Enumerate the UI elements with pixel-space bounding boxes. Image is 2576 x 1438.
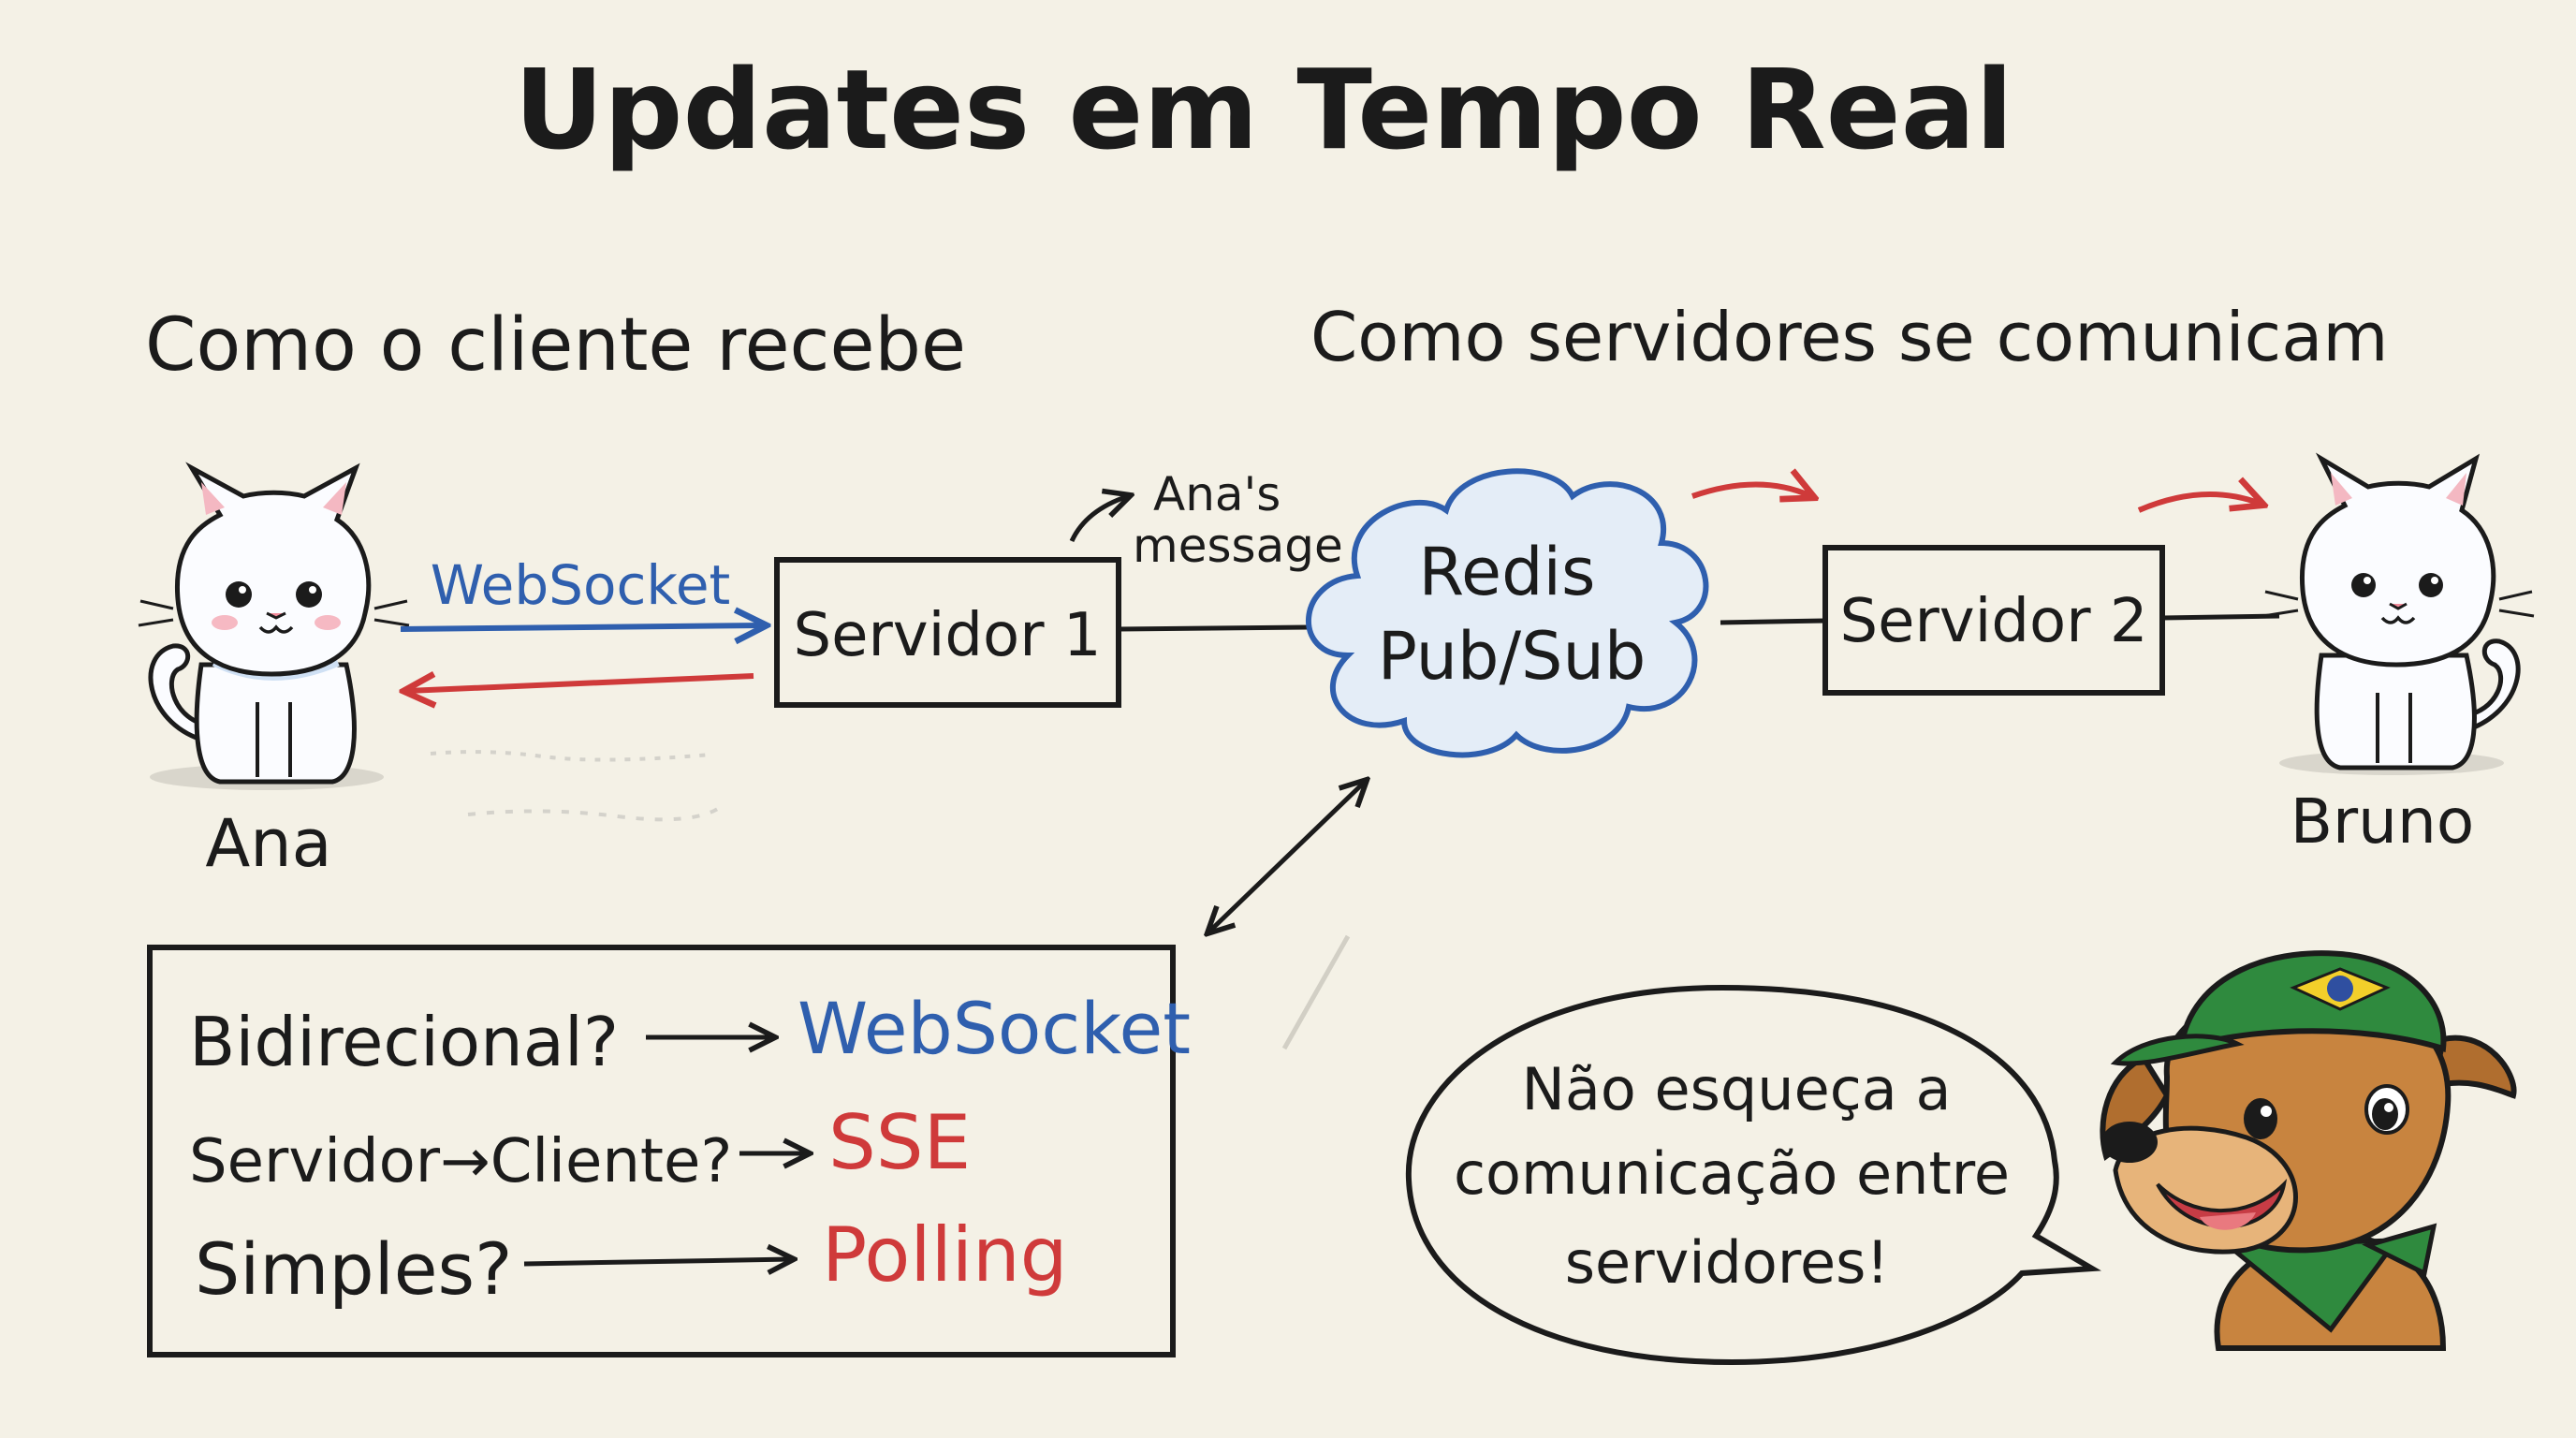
- server-1-label: Servidor 1: [793, 601, 1101, 670]
- cloud-icon: [1305, 468, 1709, 758]
- arrow-server-to-client: [407, 676, 754, 691]
- brazil-flag-icon: [2290, 967, 2391, 1011]
- smudge-mark: [430, 750, 723, 822]
- link-server2-bruno: [2161, 613, 2280, 621]
- decision-question-bidirecional: Bidirecional?: [189, 1003, 619, 1081]
- message-note-arrow: [1069, 496, 1128, 543]
- websocket-label: WebSocket: [431, 553, 731, 617]
- server-2-label: Servidor 2: [1839, 587, 2147, 656]
- flow-arrow-server2-bruno: [2137, 494, 2261, 513]
- arrow-redis-decision: [1209, 782, 1365, 932]
- decision-arrow-3: [523, 1259, 791, 1264]
- decision-question-servidor-cliente: Servidor→Cliente?: [189, 1127, 732, 1196]
- speech-line1: Não esqueça a: [1521, 1055, 1951, 1123]
- speech-line2: comunicação entre: [1454, 1139, 2010, 1208]
- decision-answer-sse: SSE: [828, 1099, 971, 1186]
- cat-ana-icon: [138, 462, 410, 790]
- link-server1-redis: [1118, 624, 1311, 632]
- pencil-mark: [1281, 934, 1351, 1050]
- link-redis-server2: [1720, 618, 1826, 625]
- subtitle-servers: Como servidores se comunicam: [1310, 298, 2388, 376]
- decision-box: [147, 945, 1176, 1357]
- redis-label-line1: Redis: [1419, 534, 1596, 610]
- decision-question-simples: Simples?: [195, 1227, 512, 1311]
- flow-arrow-redis-server2: [1691, 485, 1811, 497]
- redis-label-line2: Pub/Sub: [1378, 618, 1647, 695]
- decision-answer-polling: Polling: [822, 1211, 1068, 1299]
- arrow-websocket-to-server: [400, 625, 763, 629]
- message-note-line2: message: [1133, 519, 1343, 573]
- receiver-name-bruno: Bruno: [2291, 785, 2474, 858]
- speech-line3: servidores!: [1565, 1228, 1890, 1297]
- client-name-ana: Ana: [205, 805, 331, 882]
- page-title: Updates em Tempo Real: [514, 45, 2013, 174]
- message-note-line1: Ana's: [1153, 467, 1281, 521]
- speech-bubble: [1405, 984, 2101, 1366]
- cat-bruno-icon: [2262, 452, 2535, 775]
- subtitle-client: Como o cliente recebe: [145, 303, 966, 388]
- server-2-box: [1822, 545, 2165, 696]
- server-1-box: [774, 557, 1121, 708]
- dog-mascot-icon: [2100, 950, 2517, 1351]
- decision-answer-websocket: WebSocket: [798, 987, 1191, 1070]
